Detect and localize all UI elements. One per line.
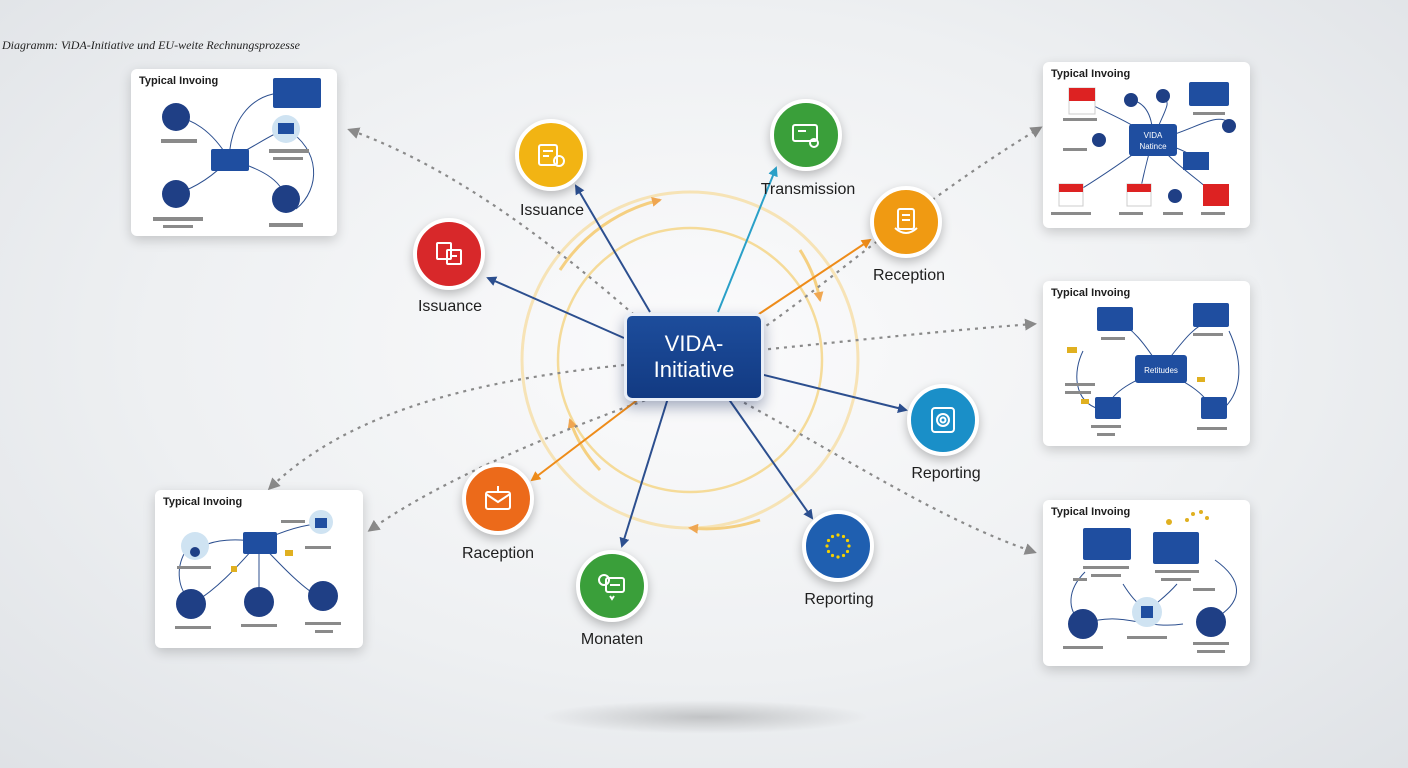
node-monaten-label: Monaten [580,631,644,648]
card-bottom-left[interactable]: Typical Invoing [155,490,363,648]
report-fingerprint-icon [931,407,955,433]
card-mini-diagram: Retitudes [1065,303,1240,436]
card-title: Typical Invoing [163,496,243,508]
card-title: Typical Invoing [1051,68,1131,80]
money-card-icon [598,574,625,601]
document-stack-icon [436,242,462,265]
card-bottom-right[interactable]: Typical Invoing [1043,500,1250,666]
card-mid-right[interactable]: Typical Invoing Retitudes [1043,281,1250,446]
card-title: Typical Invoing [1051,287,1131,299]
node-reception-left-label: Raception [461,545,535,562]
hub-vida-initiative[interactable]: VIDA- Initiative [624,313,764,401]
receipt-icon [894,208,918,234]
node-transmission[interactable] [770,99,842,171]
svg-text:VIDA: VIDA [1144,131,1163,140]
node-reception-right[interactable] [870,186,942,258]
node-issuance-left[interactable] [413,218,485,290]
node-monaten[interactable] [576,550,648,622]
node-issuance-top[interactable] [515,119,587,191]
card-mini-diagram [1063,510,1237,653]
eu-stars-icon [825,533,851,559]
card-mini-diagram [175,510,341,633]
solid-arrows [486,166,908,548]
envelope-icon [485,486,511,510]
transmit-screen-icon [792,124,819,148]
card-mini-diagram [153,78,321,228]
node-issuance-left-label: Issuance [417,298,483,315]
node-reporting-right[interactable] [907,384,979,456]
card-mini-diagram: VIDA Natince [1051,82,1236,215]
node-reception-right-label: Reception [872,267,946,284]
card-top-left[interactable]: Typical Invoing [131,69,337,236]
node-reception-left[interactable] [462,463,534,535]
card-top-right[interactable]: Typical Invoing VIDA Natince [1043,62,1250,228]
invoice-check-icon [538,144,565,167]
node-reporting-bottom-label: Reporting [804,591,874,608]
card-title: Typical Invoing [139,75,219,87]
floor-shadow [540,700,870,734]
card-title: Typical Invoing [1051,506,1131,518]
node-issuance-top-label: Issuance [519,202,585,219]
dotted-arrows [267,126,1043,555]
node-reporting-right-label: Reporting [911,465,981,482]
node-reporting-bottom[interactable] [802,510,874,582]
cycle-rings [520,190,860,534]
node-transmission-label: Transmission [760,181,856,198]
svg-text:Retitudes: Retitudes [1144,366,1178,375]
diagram-caption: Diagramm: ViDA-Initiative und EU-weite R… [2,38,300,52]
svg-text:Natince: Natince [1139,142,1167,151]
